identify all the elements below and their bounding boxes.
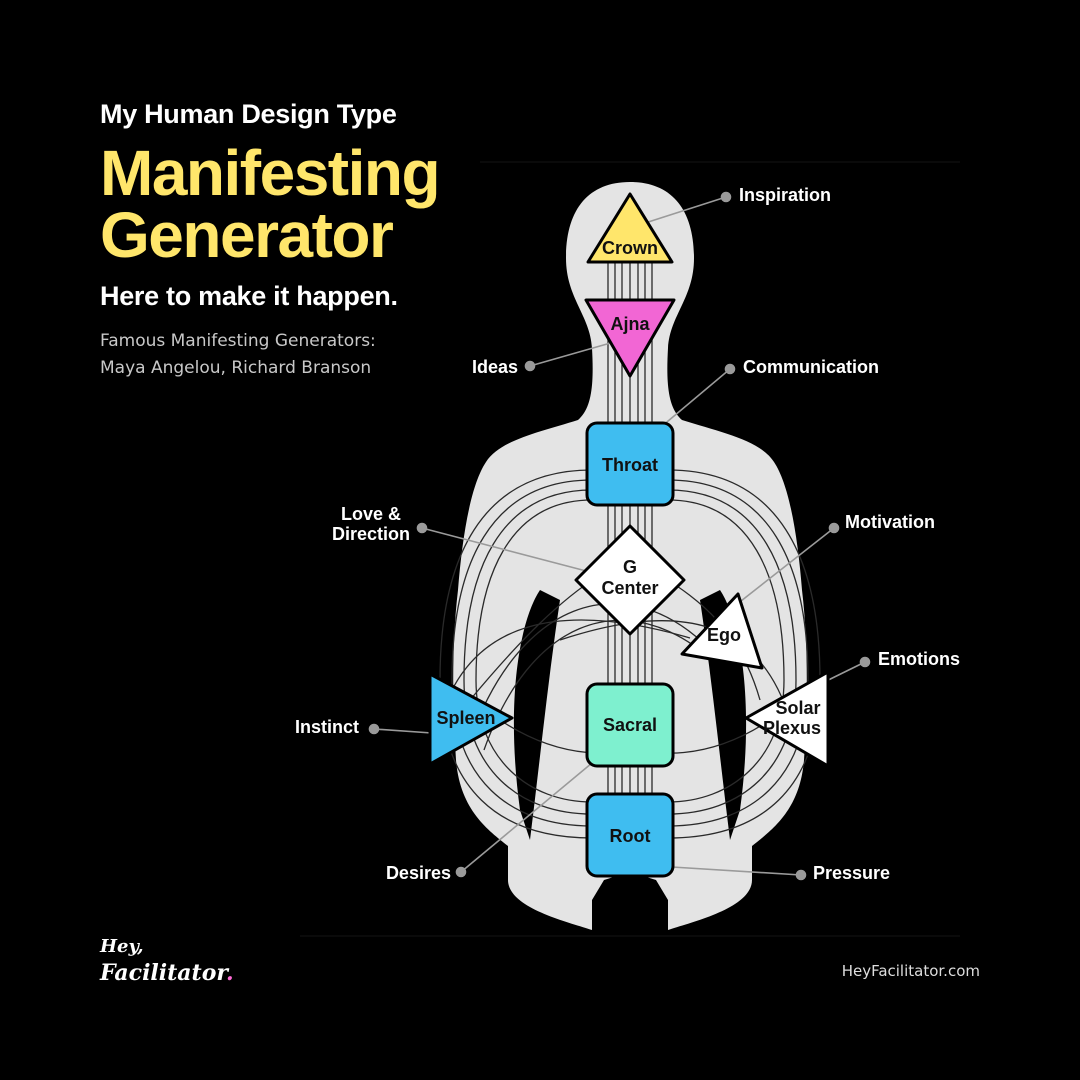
solar-plexus-label-line2: Plexus [763, 718, 821, 738]
callout-communication: Communication [743, 357, 879, 377]
sacral-label: Sacral [603, 715, 657, 735]
pointer-dot [524, 360, 536, 372]
pointer-dot [455, 866, 467, 878]
kicker: My Human Design Type [100, 99, 397, 129]
callout-love-line1: Love & [341, 504, 401, 524]
callout-inspiration: Inspiration [739, 185, 831, 205]
callout-labels: Inspiration Ideas Communication Love & D… [295, 185, 960, 883]
famous-line1: Famous Manifesting Generators: [100, 331, 376, 351]
famous-people: Famous Manifesting Generators: Maya Ange… [100, 328, 560, 382]
type-title-line1: Manifesting [100, 137, 441, 209]
header: My Human Design Type Manifesting Generat… [100, 96, 560, 382]
pointer-dot [859, 656, 871, 668]
pointer-dot [416, 522, 428, 534]
solar-plexus-label-line1: Solar [775, 698, 820, 718]
arm-gap-left [513, 590, 560, 840]
callout-desires: Desires [386, 863, 451, 883]
logo-dot: . [225, 960, 234, 986]
ajna-label: Ajna [610, 314, 650, 334]
callout-emotions: Emotions [878, 649, 960, 669]
callout-instinct: Instinct [295, 717, 359, 737]
pointer-dot [368, 723, 380, 735]
logo-line1: Hey, [100, 936, 144, 957]
callout-motivation: Motivation [845, 512, 935, 532]
callout-ideas: Ideas [472, 357, 518, 377]
pointer-dot [795, 869, 807, 881]
solar-plexus-center: Solar Plexus [744, 670, 830, 768]
pointer-dot [724, 363, 736, 375]
logo-wordmark: Facilitator [100, 960, 226, 986]
famous-line2: Maya Angelou, Richard Branson [100, 358, 372, 378]
sacral-center: Sacral [585, 682, 675, 768]
g-center: G Center [574, 524, 686, 636]
type-title: Manifesting Generator [100, 137, 560, 271]
throat-label: Throat [602, 455, 658, 475]
crown-center: Crown [586, 192, 674, 264]
g-center-label-line2: Center [601, 578, 658, 598]
ego-center: Ego [680, 592, 764, 670]
ajna-center: Ajna [584, 298, 676, 378]
pointer-dot [720, 191, 732, 203]
callout-pressure: Pressure [813, 863, 890, 883]
tagline: Here to make it happen. [100, 281, 398, 311]
logo-line2: Facilitator. [100, 960, 234, 986]
site-url: HeyFacilitator.com [841, 962, 980, 980]
ego-label: Ego [707, 625, 741, 645]
root-label: Root [610, 826, 651, 846]
pointer-dot [828, 522, 840, 534]
crown-label: Crown [602, 238, 658, 258]
spleen-center: Spleen [428, 672, 514, 766]
root-center: Root [585, 792, 675, 878]
callout-love-line2: Direction [332, 524, 410, 544]
throat-center: Throat [585, 421, 675, 507]
spleen-label: Spleen [436, 708, 495, 728]
type-title-line2: Generator [100, 199, 394, 271]
g-center-label-line1: G [623, 557, 637, 577]
brand-logo: Hey, Facilitator. [100, 934, 234, 986]
